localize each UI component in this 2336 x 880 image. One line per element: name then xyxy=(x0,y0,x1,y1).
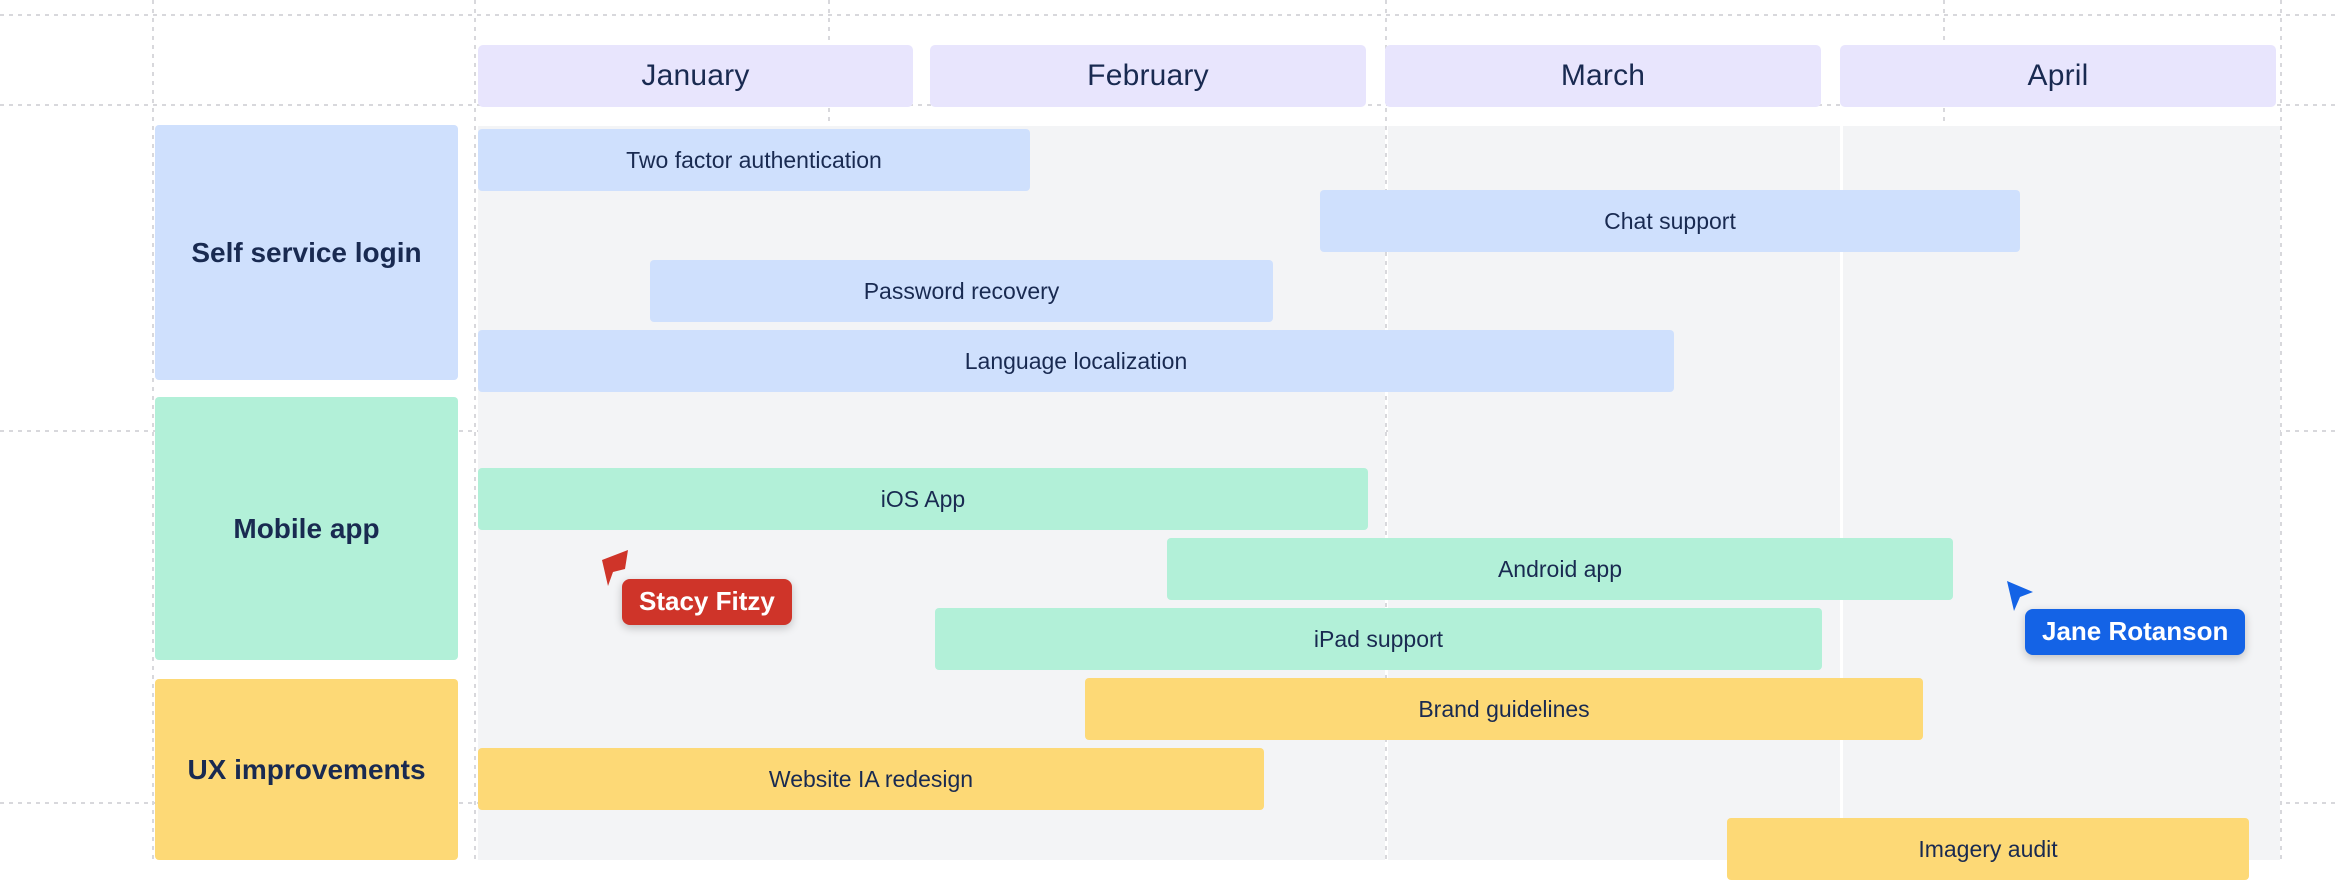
collaborator-cursor-jane-rotanson[interactable]: Jane Rotanson xyxy=(2001,576,2281,681)
task-bar-label: Password recovery xyxy=(863,277,1060,304)
grid-line-horizontal xyxy=(0,14,2336,16)
task-bar-ipad-support[interactable]: iPad support xyxy=(935,608,1822,670)
task-bar-label: Language localization xyxy=(964,347,1188,374)
task-bar-label: Android app xyxy=(1497,555,1623,582)
collaborator-name-tag-stacy-fitzy: Stacy Fitzy xyxy=(622,579,792,625)
task-bar-android-app[interactable]: Android app xyxy=(1167,538,1953,600)
cursor-arrow-icon xyxy=(2007,581,2033,611)
task-bar-label: Brand guidelines xyxy=(1418,695,1590,722)
cursor-arrow-icon xyxy=(602,550,628,586)
group-block-self-service-login[interactable]: Self service login xyxy=(155,125,458,380)
month-header-january[interactable]: January xyxy=(478,45,913,107)
group-block-ux-improvements[interactable]: UX improvements xyxy=(155,679,458,860)
task-bar-label: Two factor authentication xyxy=(626,146,882,173)
collaborator-name-tag-jane-rotanson: Jane Rotanson xyxy=(2025,609,2246,655)
task-bar-label: iPad support xyxy=(1313,625,1444,652)
group-label-self-service-login: Self service login xyxy=(191,236,422,268)
task-bar-label: Imagery audit xyxy=(1918,835,2058,862)
grid-line-vertical xyxy=(152,0,154,860)
month-header-march[interactable]: March xyxy=(1385,45,1821,107)
task-bar-two-factor-authentication[interactable]: Two factor authentication xyxy=(478,129,1030,191)
task-bar-ios-app[interactable]: iOS App xyxy=(478,468,1368,530)
month-header-february[interactable]: February xyxy=(930,45,1366,107)
task-bar-language-localization[interactable]: Language localization xyxy=(478,330,1674,392)
task-bar-label: Chat support xyxy=(1604,207,1736,234)
group-block-mobile-app[interactable]: Mobile app xyxy=(155,397,458,660)
collaborator-cursor-stacy-fitzy[interactable]: Stacy Fitzy xyxy=(596,545,826,650)
group-label-ux-improvements: UX improvements xyxy=(187,753,426,785)
task-bar-label: iOS App xyxy=(880,485,966,512)
task-bar-imagery-audit[interactable]: Imagery audit xyxy=(1727,818,2249,880)
task-bar-brand-guidelines[interactable]: Brand guidelines xyxy=(1085,678,1923,740)
task-bar-chat-support[interactable]: Chat support xyxy=(1320,190,2020,252)
month-header-april[interactable]: April xyxy=(1840,45,2276,107)
grid-line-vertical xyxy=(474,0,476,860)
task-bar-website-ia-redesign[interactable]: Website IA redesign xyxy=(478,748,1264,810)
grid-line-vertical xyxy=(2280,0,2282,860)
task-bar-label: Website IA redesign xyxy=(768,765,974,792)
task-bar-password-recovery[interactable]: Password recovery xyxy=(650,260,1273,322)
group-label-mobile-app: Mobile app xyxy=(233,512,380,544)
